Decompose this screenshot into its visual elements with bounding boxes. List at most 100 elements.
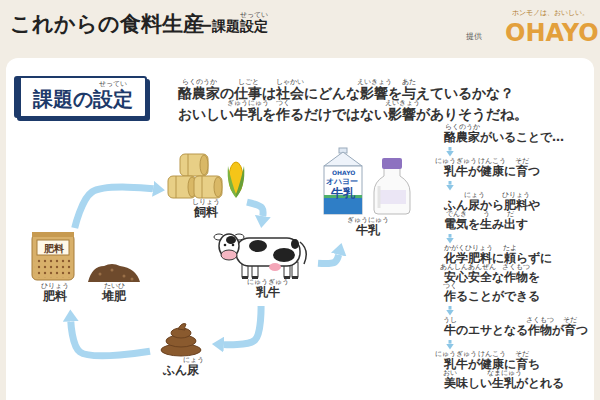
connectors (71, 147, 450, 356)
furigana: たよ (503, 245, 517, 252)
node-label: 化学肥料に頼らずに 安心安全な作物を 作ることができる (444, 249, 552, 306)
bag-label: 肥料 (44, 242, 64, 255)
hay-bales (214, 177, 222, 197)
furigana: らくのうか (182, 79, 217, 86)
furigana: らくのうか (445, 124, 480, 131)
content-card (6, 58, 594, 400)
question-line: おいしい牛乳を作るだけではない影響がありそうだね。 (178, 105, 528, 123)
node-label: 課題の設定 (33, 86, 133, 112)
furigana: さくもつ (502, 264, 530, 271)
question-line: 酪農家の仕事は社会にどんな影響を与えているかな？ (178, 84, 514, 102)
cycle-arrow (247, 202, 263, 216)
node-label: 乳牛 (256, 284, 280, 300)
brand-slogan: ホンモノは、おいしい。 (512, 9, 589, 18)
milk-carton (324, 166, 362, 214)
fertilizer-bag (32, 232, 74, 237)
furigana: にょう (464, 192, 485, 199)
corn (236, 166, 244, 198)
furigana: う (483, 211, 490, 218)
milk-bottle (378, 186, 381, 208)
dairy-cow (269, 263, 281, 271)
furigana: つく (443, 283, 457, 290)
furigana: あんしんあんぜん (440, 264, 496, 271)
furigana: えいきょう (385, 100, 420, 107)
manure (178, 324, 186, 330)
furigana: おい (443, 370, 457, 377)
furigana: なまにゅう (487, 370, 522, 377)
hay-bales (180, 154, 208, 176)
furigana: けんこう (478, 158, 506, 165)
brand-logo: OHAYO (505, 18, 599, 48)
cow-item: 乳牛 (218, 228, 318, 306)
furigana: ひりょう (502, 192, 530, 199)
fertilizer-item: 肥料 (28, 228, 82, 310)
furigana: ひりょう (41, 283, 69, 290)
compost-pile (131, 278, 134, 281)
furigana: そだ (515, 158, 529, 165)
dairy-cow (214, 234, 306, 279)
node-label: 堆肥 (102, 288, 126, 304)
furigana: うし (443, 317, 457, 324)
compost-pile (99, 273, 102, 276)
furigana: そだ (563, 317, 577, 324)
milk-carton (324, 148, 362, 214)
dairy-cow (232, 244, 235, 247)
furigana: しゃかい (276, 79, 304, 86)
furigana: せってい (99, 81, 127, 88)
furigana: せってい (240, 12, 268, 19)
dairy-cow (273, 248, 295, 262)
effect-step: 乳牛が健康に育ち 美味しい生乳がとれる (444, 349, 564, 393)
hay-bales (168, 176, 196, 198)
corn (228, 166, 236, 198)
compost-pile (123, 275, 126, 278)
flow-arrow (449, 181, 452, 185)
milk-bottle (374, 168, 410, 214)
node-label: 飼料 (194, 204, 218, 220)
carton-brand: オハヨー (326, 177, 358, 187)
hay-bales (202, 176, 203, 198)
furigana: にゅうぎゅう (435, 351, 477, 358)
compost-pile (88, 264, 140, 282)
dairy-cow (291, 239, 299, 249)
furigana: かがくひりょう (444, 245, 493, 252)
dairy-cow (284, 276, 290, 279)
flow-arrow (449, 147, 452, 151)
cycle-arrow (224, 306, 261, 345)
node-label: ふん尿から肥料や 電気を生み出す (444, 196, 540, 234)
effect-step: 酪農家がいることで… (444, 122, 564, 147)
hay-bales (200, 155, 208, 175)
cycle-arrow (71, 321, 150, 355)
furigana: さくもつ (526, 317, 554, 324)
furigana: にゅうぎゅう (247, 279, 289, 286)
furigana: ぎゅうにゅう (347, 217, 389, 224)
fertilizer-bag (32, 234, 74, 280)
feed-item: 飼料 (165, 146, 247, 226)
effect-step: ふん尿から肥料や 電気を生み出す (444, 190, 540, 234)
effect-step: 乳牛が健康に育つ (444, 156, 540, 181)
subtitle: ー課題設定 (198, 17, 268, 35)
furigana: にょう (183, 357, 204, 364)
compost-pile (88, 264, 140, 282)
compost-item: 堆肥 (85, 262, 143, 310)
carton-logo: OHAYO (332, 169, 355, 177)
milk-bottle (378, 190, 406, 204)
node-label: ふん尿 (163, 362, 199, 378)
dairy-cow (226, 236, 236, 244)
milk-item: 牛乳 (318, 150, 418, 244)
furigana: しごと (238, 79, 259, 86)
milk-carton (324, 195, 362, 198)
node-label: 牛乳 (356, 222, 380, 238)
furigana: あた (402, 79, 416, 86)
furigana: ぎゅうにゅう (227, 100, 269, 107)
page-title: これからの食料生産 (10, 10, 204, 38)
flow-arrow (449, 340, 452, 344)
manure-item: ふん尿 (150, 318, 212, 384)
fertilizer-bag (34, 258, 72, 278)
furigana: そだ (515, 351, 529, 358)
node-label: 牛のエサとなる作物が育つ (444, 321, 588, 340)
furigana: えいきょう (357, 79, 392, 86)
furigana: しりょう (192, 199, 220, 206)
furigana: つく (276, 100, 290, 107)
furigana: だ (507, 211, 514, 218)
